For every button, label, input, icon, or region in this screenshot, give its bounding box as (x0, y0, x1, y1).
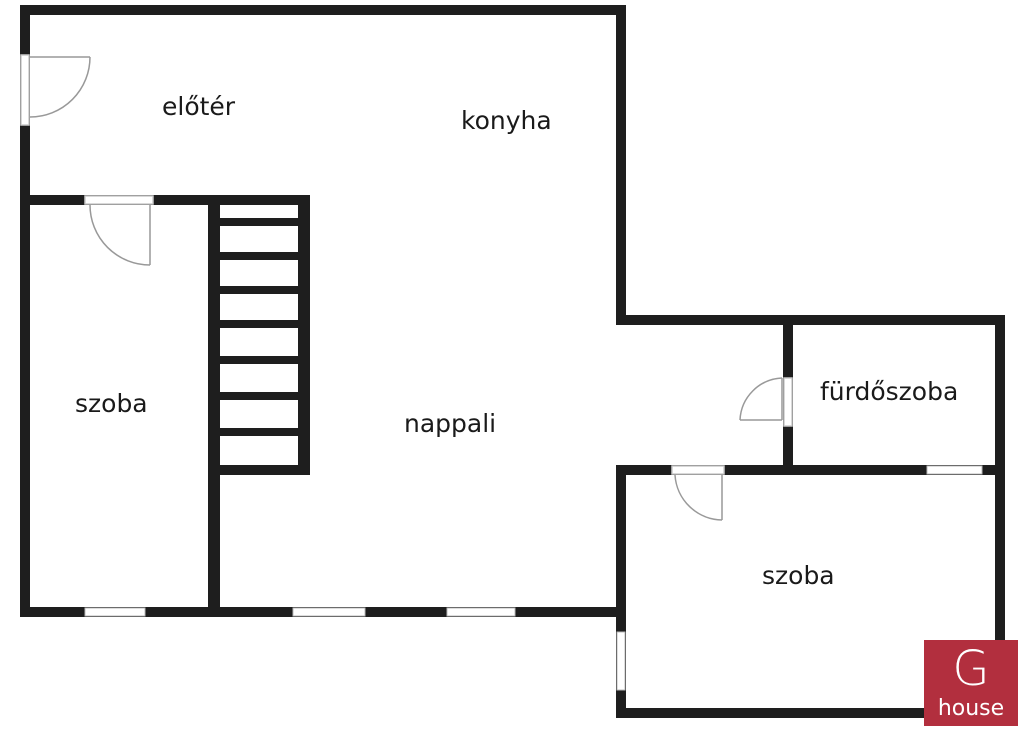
room-label-konyha: konyha (461, 106, 552, 135)
room-label-nappali: nappali (404, 409, 497, 438)
logo-text: house (937, 696, 1005, 721)
staircase (208, 218, 310, 436)
windows (20, 54, 983, 691)
room-label-szoba-right: szoba (762, 561, 835, 590)
room-label-furdoszoba: fürdőszoba (820, 377, 959, 406)
logo-mark: G (952, 641, 990, 697)
doors (20, 54, 793, 521)
room-label-szoba-left: szoba (75, 389, 148, 418)
room-label-eloter: előtér (162, 92, 236, 121)
ghouse-logo: G house (924, 640, 1018, 726)
